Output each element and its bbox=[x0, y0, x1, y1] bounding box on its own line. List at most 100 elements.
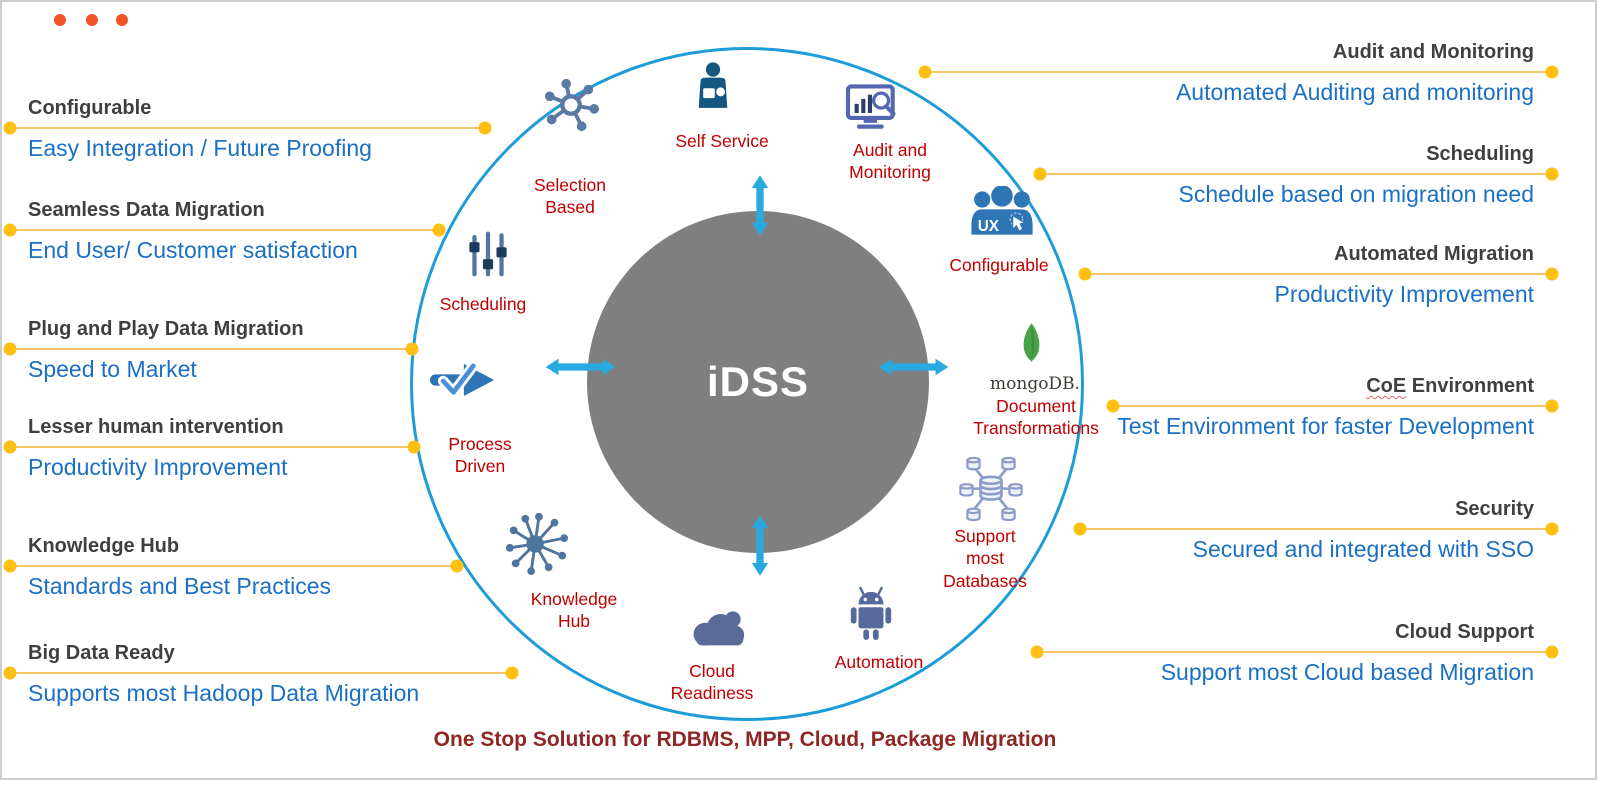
monitor-magnifier-icon bbox=[845, 84, 899, 132]
connector-dot bbox=[1078, 267, 1092, 281]
callout-subtitle: Automated Auditing and monitoring bbox=[1175, 79, 1534, 105]
connector-dot bbox=[450, 559, 464, 573]
callout-configurable: Configurable Easy Integration / Future P… bbox=[3, 95, 492, 161]
callout-title: Plug and Play Data Migration bbox=[28, 318, 304, 340]
connector-dot bbox=[405, 342, 419, 356]
callout-title-prefix: CoE bbox=[1366, 375, 1407, 397]
feature-label-selection-based: Selection Based bbox=[534, 175, 606, 218]
svg-text:UX: UX bbox=[978, 218, 1000, 235]
connector-dot bbox=[478, 121, 492, 135]
connector-dot bbox=[1545, 522, 1559, 536]
slide-caption: One Stop Solution for RDBMS, MPP, Cloud,… bbox=[433, 728, 1057, 751]
connector-dot bbox=[3, 440, 17, 454]
feature-label-self-service: Self Service bbox=[675, 131, 769, 151]
feature-label-cloud-readiness: Cloud Readiness bbox=[670, 661, 754, 704]
connector-dot bbox=[1545, 399, 1559, 413]
database-cluster-icon bbox=[956, 454, 1026, 524]
callout-title: Security bbox=[1455, 498, 1534, 520]
callout-security: Security Secured and integrated with SSO bbox=[1073, 496, 1559, 562]
connector-dot bbox=[3, 559, 17, 573]
connector-dot bbox=[407, 440, 421, 454]
callout-title: Lesser human intervention bbox=[28, 416, 284, 438]
callout-subtitle: Support most Cloud based Migration bbox=[1160, 659, 1534, 685]
callout-subtitle: Test Environment for faster Development bbox=[1117, 413, 1534, 439]
slide-accent-dot bbox=[116, 14, 128, 26]
connector-line bbox=[3, 559, 464, 573]
feature-label-audit-monitoring: Audit and Monitoring bbox=[849, 140, 931, 183]
callout-title: Automated Migration bbox=[1334, 243, 1534, 265]
connector-dot bbox=[3, 121, 17, 135]
connector-dot bbox=[3, 223, 17, 237]
connector-dot bbox=[3, 666, 17, 680]
callout-subtitle: Speed to Market bbox=[28, 356, 197, 382]
callout-big-data-ready: Big Data Ready Supports most Hadoop Data… bbox=[3, 640, 519, 706]
connector-line bbox=[1106, 399, 1559, 413]
callout-subtitle: Supports most Hadoop Data Migration bbox=[28, 680, 420, 706]
feature-label-process-driven: Process Driven bbox=[448, 434, 512, 477]
person-kiosk-icon bbox=[688, 60, 738, 113]
hub-circle: iDSS bbox=[587, 211, 929, 553]
connector-dot bbox=[1033, 167, 1047, 181]
callout-subtitle: Standards and Best Practices bbox=[28, 573, 331, 599]
callout-knowledge-hub: Knowledge Hub Standards and Best Practic… bbox=[3, 533, 464, 599]
feature-label-document-transformations: Document Transformations bbox=[973, 396, 1099, 439]
feature-ring-circle bbox=[410, 47, 1084, 721]
connector-dot bbox=[3, 342, 17, 356]
callout-subtitle: End User/ Customer satisfaction bbox=[28, 237, 358, 263]
connector-dot bbox=[1545, 645, 1559, 659]
callout-lesser-human-intervention: Lesser human intervention Productivity I… bbox=[3, 414, 421, 480]
callout-seamless-data-migration: Seamless Data Migration End User/ Custom… bbox=[3, 197, 446, 263]
connector-dot bbox=[1545, 167, 1559, 181]
check-arrow-icon bbox=[428, 358, 496, 402]
feature-label-configurable: Configurable bbox=[949, 255, 1049, 275]
callout-title: Big Data Ready bbox=[28, 642, 175, 664]
connector-dot bbox=[1030, 645, 1044, 659]
sliders-icon bbox=[466, 228, 510, 280]
hub-spokes-icon bbox=[504, 509, 570, 575]
connector-dot bbox=[1106, 399, 1120, 413]
connector-dot bbox=[1545, 267, 1559, 281]
connector-line bbox=[3, 666, 519, 680]
callout-audit-and-monitoring: Audit and Monitoring Automated Auditing … bbox=[918, 39, 1559, 105]
callout-subtitle: Easy Integration / Future Proofing bbox=[28, 135, 372, 161]
connector-line bbox=[3, 223, 446, 237]
connector-dot bbox=[918, 65, 932, 79]
callout-automated-migration: Automated Migration Productivity Improve… bbox=[1078, 241, 1559, 307]
feature-label-support-most-databases: Support most Databases bbox=[943, 526, 1027, 591]
connector-line bbox=[1033, 167, 1559, 181]
arrow-left-icon bbox=[543, 356, 618, 378]
connector-line bbox=[1078, 267, 1559, 281]
connector-line bbox=[1030, 645, 1559, 659]
callout-cloud-support: Cloud Support Support most Cloud based M… bbox=[1030, 619, 1559, 685]
feature-label-automation: Automation bbox=[834, 652, 924, 672]
callout-subtitle: Schedule based on migration need bbox=[1178, 181, 1534, 207]
mongodb-leaf-icon bbox=[1019, 321, 1044, 364]
connector-dot bbox=[1073, 522, 1087, 536]
connector-line bbox=[3, 121, 492, 135]
feature-label-knowledge-hub: Knowledge Hub bbox=[530, 589, 618, 632]
connector-line bbox=[1073, 522, 1559, 536]
connector-dot bbox=[505, 666, 519, 680]
arrow-right-icon bbox=[876, 356, 951, 378]
connector-line bbox=[3, 440, 421, 454]
connector-dot bbox=[1545, 65, 1559, 79]
mongodb-wordmark: mongoDB. bbox=[990, 374, 1080, 394]
android-robot-icon bbox=[846, 585, 896, 641]
hub-title: iDSS bbox=[706, 358, 810, 405]
feature-label-scheduling: Scheduling bbox=[439, 294, 527, 314]
callout-scheduling: Scheduling Schedule based on migration n… bbox=[1033, 141, 1559, 207]
network-molecule-icon bbox=[542, 76, 600, 134]
ux-users-icon: UX bbox=[969, 186, 1035, 240]
connector-line bbox=[918, 65, 1559, 79]
callout-title: Seamless Data Migration bbox=[28, 199, 265, 221]
callout-subtitle: Secured and integrated with SSO bbox=[1192, 536, 1534, 562]
callout-title: CoE Environment bbox=[1113, 373, 1534, 399]
callout-title: Audit and Monitoring bbox=[1332, 41, 1534, 63]
callout-plug-and-play: Plug and Play Data Migration Speed to Ma… bbox=[3, 316, 419, 382]
slide-accent-dot bbox=[86, 14, 98, 26]
connector-dot bbox=[432, 223, 446, 237]
callout-title: Scheduling bbox=[1426, 143, 1534, 165]
callout-title: Knowledge Hub bbox=[28, 535, 180, 557]
callout-coe-environment: CoE Environment Test Environment for fas… bbox=[1106, 373, 1559, 439]
